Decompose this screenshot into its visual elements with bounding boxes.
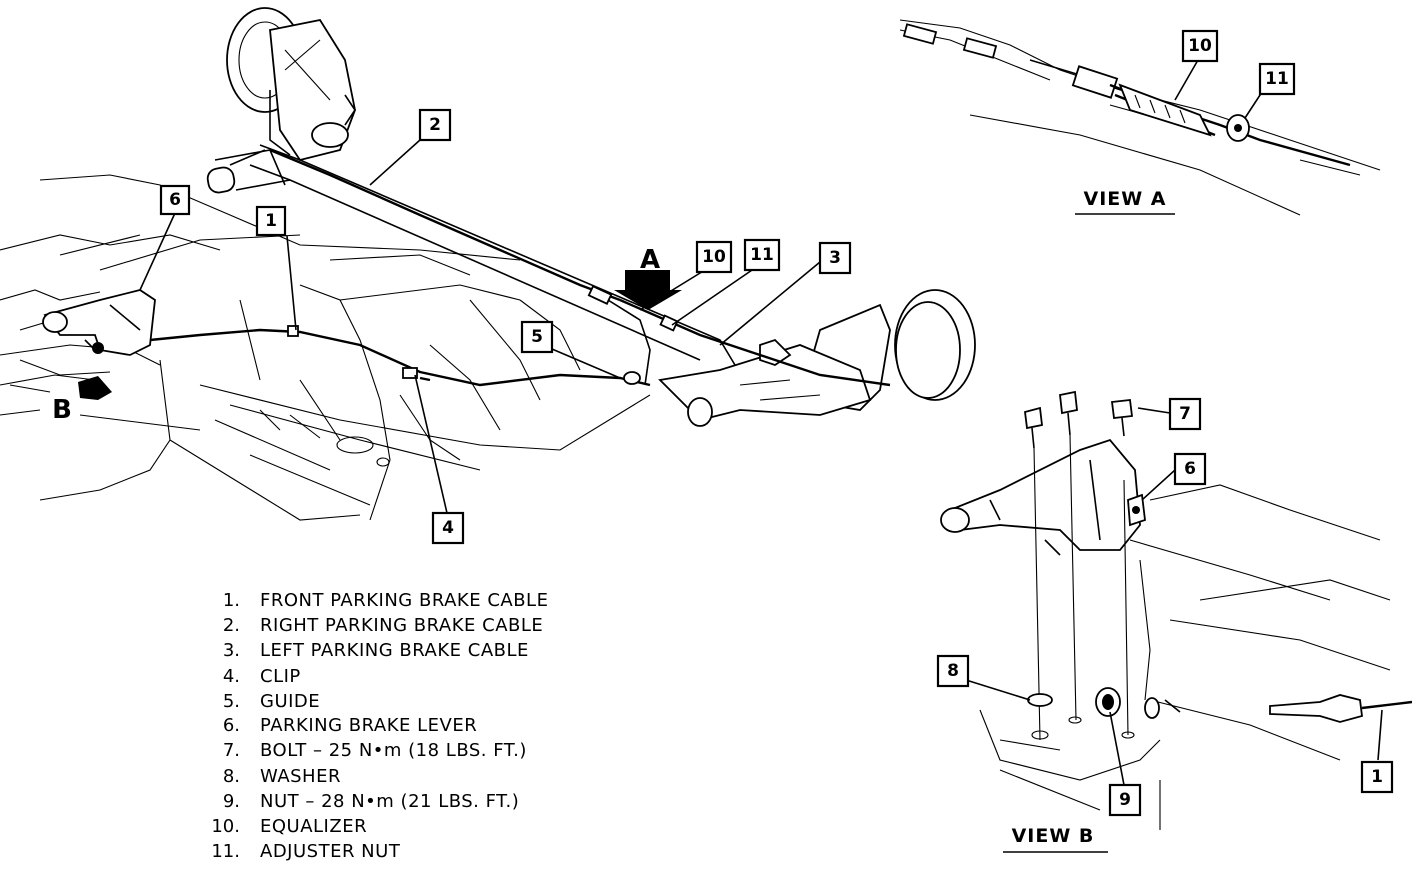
floor-pan (0, 174, 651, 521)
svg-text:4.: 4. (223, 666, 240, 687)
callout-main-6: 6 (159, 184, 191, 216)
svg-text:6: 6 (169, 190, 181, 210)
legend: 1. FRONT PARKING BRAKE CABLE 2. RIGHT PA… (211, 590, 548, 862)
svg-text:8.: 8. (223, 766, 240, 787)
callout-viewb-9: 9 (1108, 783, 1142, 817)
parking-brake-lever-main (42, 289, 156, 356)
legend-item: 8. WASHER (223, 766, 341, 787)
bolt-icon (1024, 390, 1134, 449)
svg-text:11: 11 (750, 245, 774, 265)
svg-text:1.: 1. (223, 590, 240, 611)
callout-main-10: 10 (695, 240, 733, 274)
callout-main-5: 5 (520, 320, 554, 354)
view-a-title: VIEW A (1083, 188, 1166, 210)
view-a: 10 11 VIEW A (899, 19, 1381, 216)
front-cable-end (1144, 694, 1412, 723)
arrow-a-icon (614, 270, 682, 310)
svg-text:11.: 11. (211, 841, 240, 862)
legend-item: 4. CLIP (223, 666, 301, 687)
equalizer-detail (1118, 83, 1212, 137)
legend-item: 7. BOLT – 25 N•m (18 LBS. FT.) (223, 740, 527, 761)
cables-main (149, 148, 891, 387)
parking-brake-lever-detail (940, 438, 1146, 556)
svg-text:ADJUSTER NUT: ADJUSTER NUT (260, 841, 401, 862)
legend-item: 1. FRONT PARKING BRAKE CABLE (223, 590, 548, 611)
svg-text:4: 4 (442, 518, 454, 538)
callout-main-1: 1 (255, 205, 287, 237)
arrow-b-icon (78, 376, 112, 400)
svg-text:10: 10 (702, 247, 726, 267)
legend-item: 9. NUT – 28 N•m (21 LBS. FT.) (223, 791, 519, 812)
rear-axle (206, 144, 736, 366)
svg-text:8: 8 (947, 661, 959, 681)
svg-text:EQUALIZER: EQUALIZER (260, 816, 367, 837)
svg-text:11: 11 (1265, 69, 1289, 89)
svg-text:7.: 7. (223, 740, 240, 761)
left-brake-drum (658, 289, 976, 427)
svg-text:5.: 5. (223, 691, 240, 712)
right-brake-drum (226, 7, 356, 162)
callout-viewb-7: 7 (1168, 397, 1202, 431)
callout-viewb-1: 1 (1360, 760, 1394, 794)
svg-text:PARKING BRAKE LEVER: PARKING BRAKE LEVER (260, 715, 477, 736)
svg-text:2: 2 (429, 115, 441, 135)
right-parking-brake-cable (269, 148, 621, 302)
callout-main-2: 2 (418, 108, 452, 142)
view-b-title: VIEW B (1012, 825, 1095, 847)
nut-icon (1095, 687, 1121, 717)
svg-text:LEFT PARKING BRAKE CABLE: LEFT PARKING BRAKE CABLE (260, 640, 529, 661)
callout-main-4: 4 (431, 511, 465, 545)
callout-viewb-6: 6 (1173, 452, 1207, 486)
washer-icon (1027, 693, 1053, 707)
callout-viewa-10: 10 (1181, 29, 1219, 63)
svg-text:9.: 9. (223, 791, 240, 812)
view-b: 7 6 8 9 1 VIEW B (936, 390, 1412, 853)
svg-text:7: 7 (1179, 404, 1191, 424)
svg-text:BOLT – 25 N•m (18 LBS. FT.): BOLT – 25 N•m (18 LBS. FT.) (260, 740, 527, 761)
callout-main-11: 11 (743, 238, 781, 272)
svg-text:NUT – 28 N•m (21 LBS. FT.): NUT – 28 N•m (21 LBS. FT.) (260, 791, 519, 812)
legend-item: 11. ADJUSTER NUT (211, 841, 400, 862)
front-parking-brake-cable (149, 328, 651, 387)
svg-text:CLIP: CLIP (260, 666, 301, 687)
svg-text:WASHER: WASHER (260, 766, 341, 787)
svg-text:1: 1 (265, 211, 277, 231)
svg-text:6.: 6. (223, 715, 240, 736)
view-b-indicator: B (52, 376, 112, 425)
svg-text:5: 5 (531, 327, 543, 347)
svg-text:3.: 3. (223, 640, 240, 661)
callout-main-3: 3 (818, 241, 852, 275)
svg-text:2.: 2. (223, 615, 240, 636)
svg-text:GUIDE: GUIDE (260, 691, 320, 712)
main-assembly-view: A B 6 1 2 (0, 7, 976, 545)
arrow-b-label: B (52, 395, 72, 425)
legend-item: 2. RIGHT PARKING BRAKE CABLE (223, 615, 543, 636)
svg-text:FRONT PARKING BRAKE CABLE: FRONT PARKING BRAKE CABLE (260, 590, 548, 611)
svg-text:6: 6 (1184, 459, 1196, 479)
view-a-indicator: A (614, 245, 682, 310)
legend-item: 10. EQUALIZER (211, 816, 367, 837)
svg-text:RIGHT PARKING BRAKE CABLE: RIGHT PARKING BRAKE CABLE (260, 615, 543, 636)
legend-item: 5. GUIDE (223, 691, 320, 712)
svg-text:1: 1 (1371, 767, 1383, 787)
main-leader-lines (139, 139, 821, 514)
legend-item: 6. PARKING BRAKE LEVER (223, 715, 477, 736)
svg-text:10: 10 (1188, 36, 1212, 56)
svg-text:3: 3 (829, 248, 841, 268)
svg-text:9: 9 (1119, 790, 1131, 810)
callout-viewa-11: 11 (1258, 62, 1296, 96)
arrow-a-label: A (640, 245, 660, 275)
legend-item: 3. LEFT PARKING BRAKE CABLE (223, 640, 529, 661)
callout-viewb-8: 8 (936, 654, 970, 688)
svg-text:10.: 10. (211, 816, 240, 837)
